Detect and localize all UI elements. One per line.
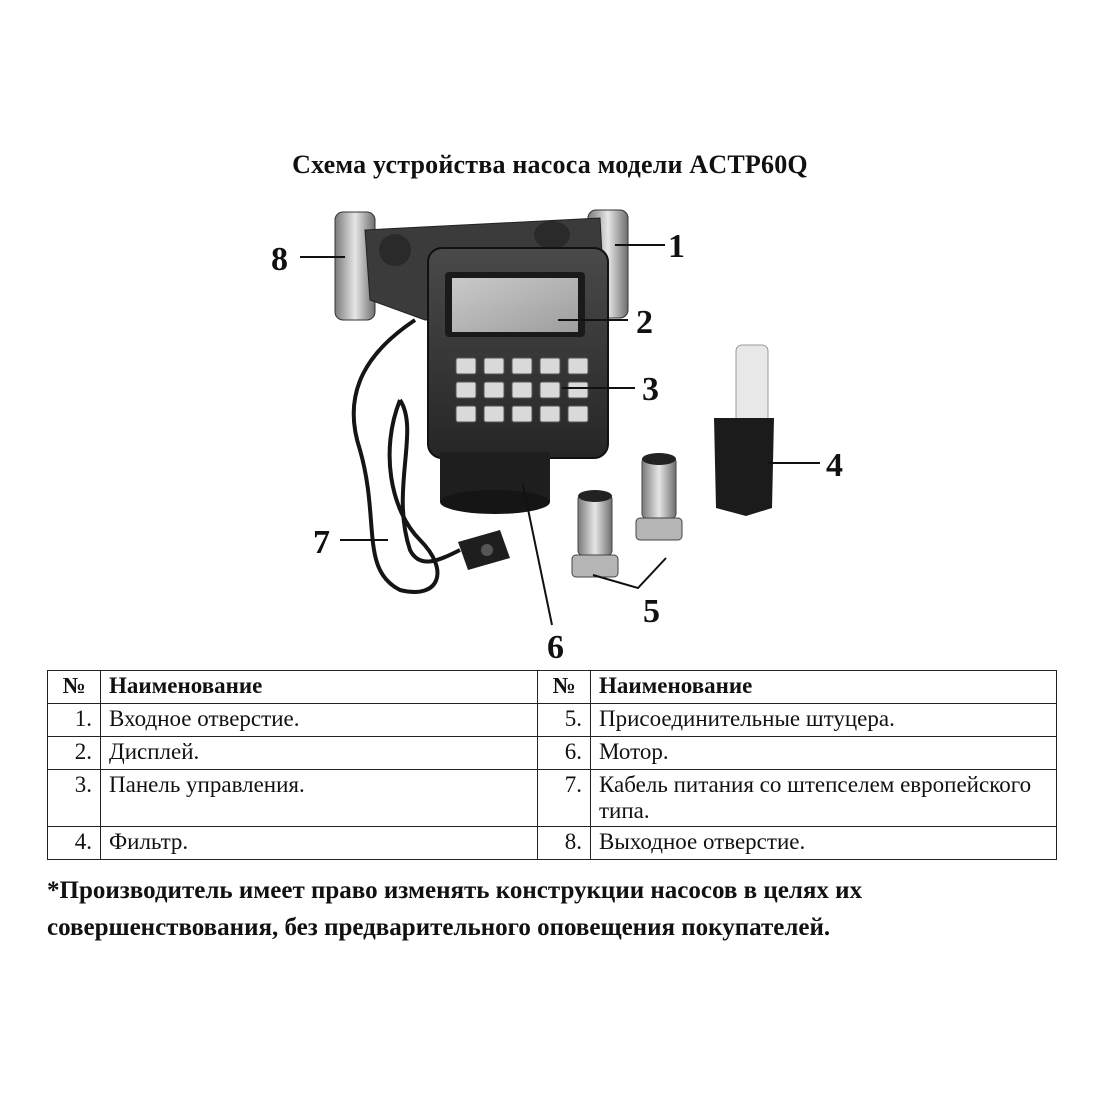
keypad — [455, 357, 589, 423]
row-name: Выходное отверстие. — [590, 826, 1057, 860]
power-cable — [351, 318, 461, 594]
parts-table: № Наименование № Наименование 1. Входное… — [47, 670, 1057, 860]
row-name: Фильтр. — [100, 826, 538, 860]
leader-line-5 — [592, 557, 667, 590]
table-row: 4. Фильтр. 8. Выходное отверстие. — [47, 826, 1057, 860]
row-name: Панель управления. — [100, 769, 538, 827]
row-number: 2. — [47, 736, 101, 770]
callout-4: 4 — [826, 447, 843, 484]
callout-1: 1 — [668, 228, 685, 265]
table-header-row: № Наименование № Наименование — [47, 670, 1057, 704]
callout-8: 8 — [271, 241, 288, 278]
row-number: 5. — [537, 703, 591, 737]
leader-line-6 — [522, 484, 553, 626]
row-name: Кабель питания со штепселем европейского… — [590, 769, 1057, 827]
row-name: Присоединительные штуцера. — [590, 703, 1057, 737]
row-name: Входное отверстие. — [100, 703, 538, 737]
row-name: Мотор. — [590, 736, 1057, 770]
header-number-right: № — [537, 670, 591, 704]
filter — [714, 344, 774, 516]
lcd-display — [452, 278, 578, 332]
fitting-1 — [571, 490, 619, 578]
motor — [440, 452, 550, 514]
row-number: 3. — [47, 769, 101, 827]
callout-5: 5 — [643, 593, 660, 630]
diagram-title: Схема устройства насоса модели ACTP60Q — [292, 150, 808, 179]
row-number: 4. — [47, 826, 101, 860]
row-number: 8. — [537, 826, 591, 860]
header-number-left: № — [47, 670, 101, 704]
table-row: 3. Панель управления. 7. Кабель питания … — [47, 769, 1057, 827]
callout-6: 6 — [547, 629, 564, 666]
callout-7: 7 — [313, 524, 330, 561]
header-name-right: Наименование — [590, 670, 1057, 704]
control-unit — [427, 247, 609, 459]
table-row: 2. Дисплей. 6. Мотор. — [47, 736, 1057, 770]
header-name-left: Наименование — [100, 670, 538, 704]
fitting-2 — [635, 453, 683, 541]
pump-diagram: 1 2 3 4 5 6 7 8 — [271, 209, 843, 666]
callout-3: 3 — [642, 371, 659, 408]
row-number: 6. — [537, 736, 591, 770]
callout-2: 2 — [636, 304, 653, 341]
row-name: Дисплей. — [100, 736, 538, 770]
table-row: 1. Входное отверстие. 5. Присоединительн… — [47, 703, 1057, 737]
row-number: 7. — [537, 769, 591, 827]
row-number: 1. — [47, 703, 101, 737]
manufacturer-footnote: *Производитель имеет право изменять конс… — [47, 877, 863, 941]
euro-plug — [458, 530, 510, 570]
